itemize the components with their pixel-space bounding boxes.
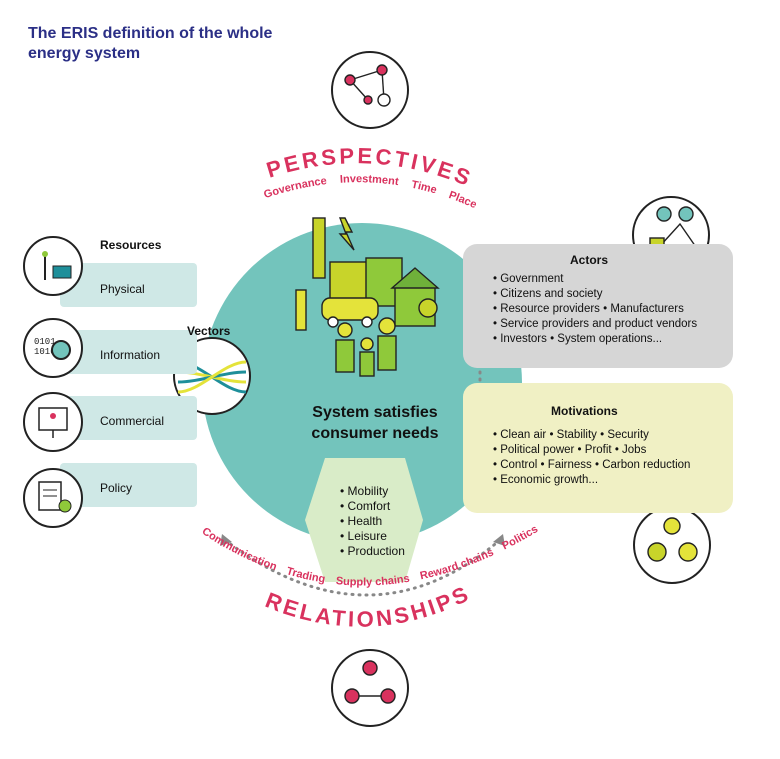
policy-document-icon — [23, 468, 83, 528]
solar-wind-icon — [23, 236, 83, 296]
perspective-time: Time — [410, 179, 438, 197]
resources-heading: Resources — [100, 238, 162, 252]
relationships-people-icon — [331, 649, 409, 727]
actors-line: • Investors • System operations... — [493, 333, 663, 345]
relationship-communication: Communication — [200, 525, 279, 573]
perspective-place: Place — [447, 189, 478, 211]
actors-list: • Government • Citizens and society • Re… — [493, 272, 728, 347]
motivations-line: • Clean air • Stability • Security — [493, 429, 649, 441]
resource-band-physical — [60, 263, 197, 307]
actors-line: • Government — [493, 273, 564, 285]
need-item: • Mobility — [340, 484, 389, 498]
motivations-list: • Clean air • Stability • Security • Pol… — [493, 428, 733, 488]
center-caption: System satisfies consumer needs — [270, 402, 480, 444]
vectors-heading: Vectors — [187, 324, 231, 338]
actors-line: • Service providers and product vendors — [493, 318, 698, 330]
motivations-box — [463, 383, 733, 513]
arc-arrow-left — [220, 534, 232, 546]
relationship-politics: Politics — [500, 523, 540, 552]
network-analysis-icon — [331, 51, 409, 129]
resource-physical: Physical — [100, 282, 145, 296]
resource-policy: Policy — [100, 481, 133, 495]
motivations-line: • Political power • Profit • Jobs — [493, 444, 647, 456]
motivations-heading: Motivations — [551, 404, 618, 418]
need-item: • Health — [340, 514, 383, 528]
motivations-line: • Control • Fairness • Carbon reduction — [493, 459, 691, 471]
perspective-investment: Investment — [340, 173, 400, 188]
needs-list: • Mobility • Comfort • Health • Leisure … — [340, 484, 405, 559]
resource-commercial: Commercial — [100, 414, 165, 428]
actors-box — [463, 244, 733, 368]
need-item: • Leisure — [340, 529, 387, 543]
relationship-trading: Trading — [285, 565, 326, 585]
center-caption-line1: System satisfies — [312, 404, 438, 421]
needs-hexagon — [305, 458, 423, 582]
svg-text:1010: 1010 — [34, 347, 56, 357]
motivations-line: • Economic growth... — [493, 474, 599, 486]
need-item: • Production — [340, 544, 405, 558]
relationship-supply-chains: Supply chains — [335, 573, 410, 589]
resource-band-information — [60, 330, 197, 374]
resource-information: Information — [100, 348, 161, 362]
center-caption-line2: consumer needs — [311, 425, 439, 442]
page-title: The ERIS definition of the whole energy … — [28, 25, 273, 62]
relationships-dotted-arc — [223, 538, 502, 597]
industry-family-illustration — [295, 217, 440, 377]
system-circle — [202, 223, 522, 543]
actors-heading: Actors — [570, 253, 609, 267]
actors-line: • Citizens and society — [493, 288, 603, 300]
presentation-board-icon — [23, 392, 83, 452]
need-item: • Comfort — [340, 499, 391, 513]
svg-text:0101: 0101 — [34, 337, 56, 347]
actors-line: • Resource providers • Manufacturers — [493, 303, 684, 315]
arc-arrow-right — [493, 534, 505, 546]
relationship-reward-chains: Reward chains — [419, 546, 496, 582]
